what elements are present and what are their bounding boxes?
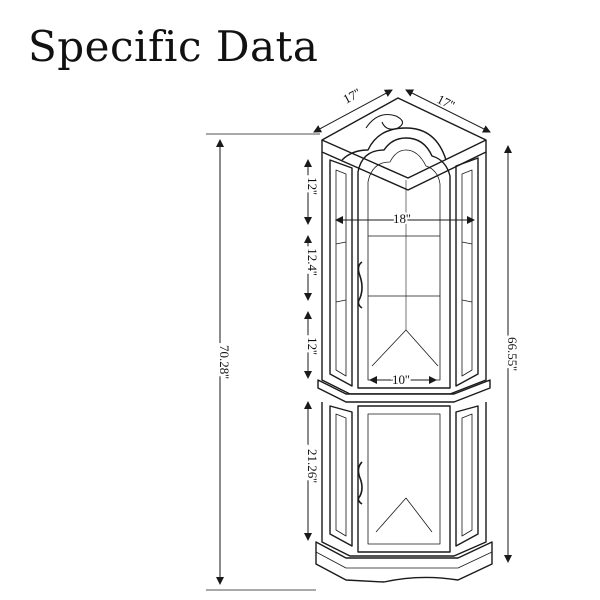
dim-side-height: 66.55'' [505,337,520,371]
dim-shelf-1: 12'' [305,177,320,195]
dim-shelf-2: 12.4'' [305,248,320,275]
upper-front-door [357,137,451,389]
upper-right-side-panel [455,157,479,387]
lower-door-handle [357,461,363,505]
shelf-2 [335,295,473,303]
lower-right-side-panel [455,405,479,547]
cabinet-arch [341,127,447,161]
page-title: Specific Data [28,22,319,71]
cabinet-base [315,541,493,583]
dim-width-front: 18'' [393,211,411,226]
lower-body [321,402,487,557]
dim-total-height: 70.28'' [217,345,232,379]
shelf-1 [335,235,473,245]
lower-front-door [357,405,451,553]
upper-door-handle [357,261,363,309]
dim-shelf-3: 12'' [305,337,320,355]
dim-width-base: 10'' [392,372,410,387]
dim-top-left: 17'' [340,85,363,107]
middle-molding [317,379,491,403]
dim-lower: 21.26'' [305,449,320,483]
upper-left-side-panel [329,159,353,387]
dim-top-right: 17'' [435,91,458,112]
lower-left-side-panel [329,405,353,547]
